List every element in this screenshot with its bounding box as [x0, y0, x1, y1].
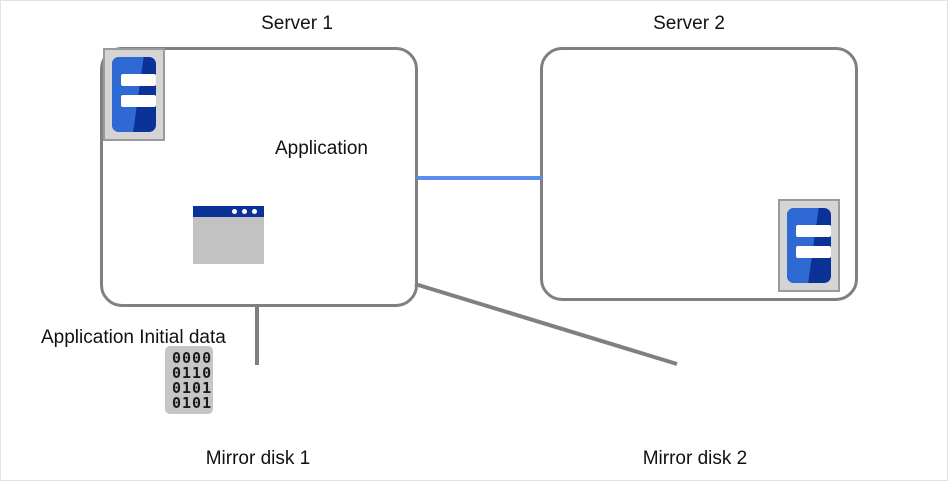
server-1-title: Server 1: [261, 13, 333, 34]
mirror-disk-2-label: Mirror disk 2: [642, 448, 748, 469]
application-window-icon: [193, 206, 264, 264]
server-bar-top-1: [121, 74, 156, 86]
mirror-disk-1-label: Mirror disk 1: [205, 448, 311, 469]
application-label: Application: [275, 138, 368, 159]
binary-data-block: 0000 0110 0101 0101: [165, 346, 213, 414]
initial-data-line-2: Initial data: [139, 327, 226, 348]
server-1-box: [100, 47, 418, 307]
binary-row-0: 0000: [172, 349, 213, 367]
server-chip-1: [112, 57, 156, 132]
interconnect-line: [417, 176, 542, 180]
initial-data-label: Application Initial data: [41, 325, 226, 351]
server-2-title: Server 2: [653, 13, 725, 34]
binary-row-2: 0101: [172, 379, 213, 397]
server-icon-1: [103, 48, 165, 141]
server-bar-top-2: [796, 225, 831, 237]
server-chip-2: [787, 208, 831, 283]
binary-row-3: 0101: [172, 394, 213, 412]
server-icon-2: [778, 199, 840, 292]
server-bar-bottom-1: [121, 95, 156, 107]
application-dot-1: [232, 209, 237, 214]
application-dot-2: [242, 209, 247, 214]
initial-data-line-1: Application: [41, 327, 134, 348]
binary-row-1: 0110: [172, 364, 213, 382]
application-dot-3: [252, 209, 257, 214]
server-bar-bottom-2: [796, 246, 831, 258]
application-titlebar: [193, 206, 264, 217]
server-2-box: [540, 47, 858, 301]
server1-to-disk1-line: [255, 305, 259, 365]
